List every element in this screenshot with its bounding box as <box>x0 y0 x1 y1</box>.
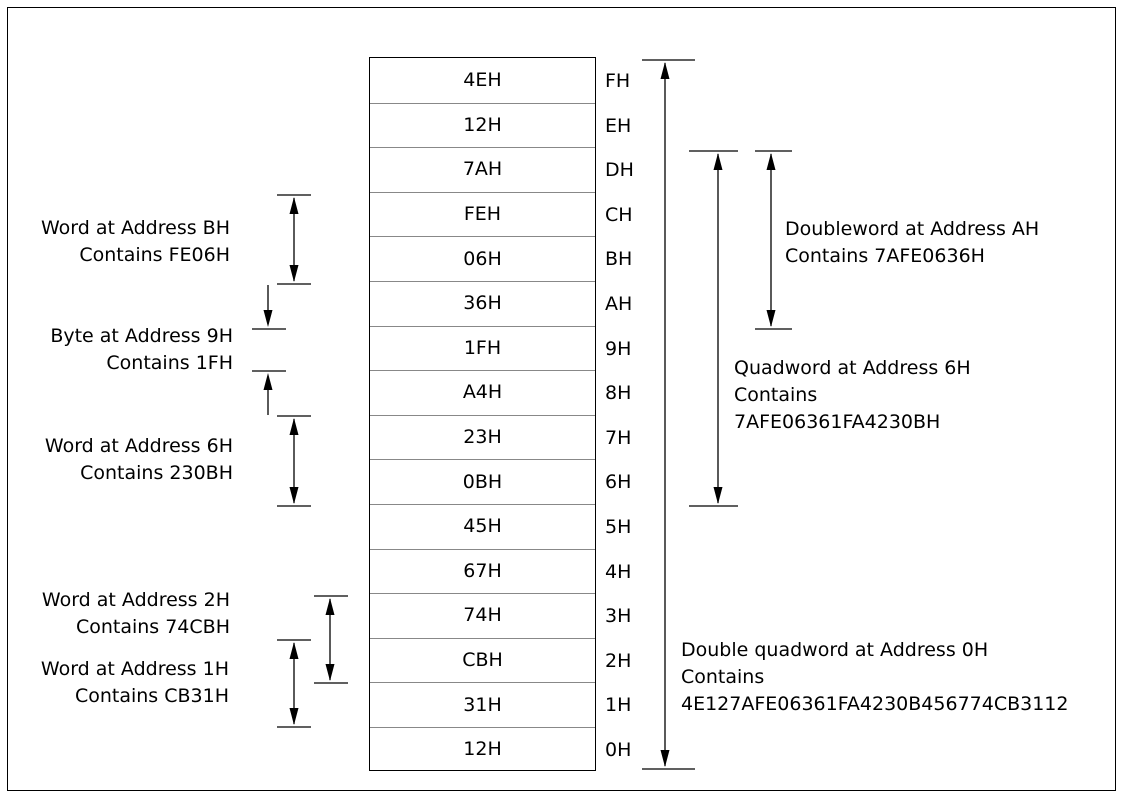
memory-cell: FEH <box>463 203 502 226</box>
byte-9h-arrowhead-up <box>263 373 273 390</box>
word-bh-line1: Word at Address BH <box>40 217 230 239</box>
word-2h-line2: Contains 74CBH <box>75 616 230 638</box>
memory-cell: 36H <box>463 292 502 315</box>
memory-cell: 06H <box>463 247 502 270</box>
address-label: CH <box>605 203 633 226</box>
address-label: 8H <box>605 382 632 405</box>
address-label: AH <box>605 293 633 315</box>
address-label: DH <box>605 159 634 182</box>
memory-cell: 1FH <box>463 336 502 359</box>
byte-9h-arrowhead-down <box>263 310 273 327</box>
byte-9h-label: Byte at Address 9H Contains 1FH <box>20 323 233 377</box>
word-bh-bracket-arrowhead-up <box>289 197 299 214</box>
word-6h-label: Word at Address 6H Contains 230BH <box>20 433 233 487</box>
dqword-0h-bracket-arrowhead-up <box>660 62 670 79</box>
word-1h-bracket-arrowhead-down <box>289 708 299 725</box>
address-label: 1H <box>605 694 632 717</box>
row-divider <box>370 370 595 372</box>
dword-ah-label: Doubleword at Address AH Contains 7AFE06… <box>785 216 1039 270</box>
memory-cell: 74H <box>463 604 502 627</box>
dqword-0h-label: Double quadword at Address 0H Contains 4… <box>681 637 1076 718</box>
memory-cell: 45H <box>463 515 502 538</box>
row-divider <box>370 727 595 728</box>
dword-ah-bracket-arrowhead-up <box>766 153 776 170</box>
memory-cell: 23H <box>463 426 502 449</box>
dqword-0h-line3: 4E127AFE06361FA4230B456774CB3112 <box>681 693 1069 715</box>
word-2h-bracket-arrowhead-down <box>325 664 335 681</box>
word-bh-line2: Contains FE06H <box>79 244 230 266</box>
word-1h-line1: Word at Address 1H <box>40 658 229 680</box>
dword-ah-bracket-arrowhead-down <box>766 310 776 327</box>
row-divider <box>370 281 595 282</box>
address-label: EH <box>605 114 632 137</box>
address-label: 6H <box>605 471 632 494</box>
figure-frame <box>7 7 1116 791</box>
dqword-0h-line2: Contains <box>681 666 765 688</box>
memory-cell: 12H <box>463 113 502 136</box>
qword-6h-bracket-arrowhead-up <box>713 153 723 170</box>
row-divider <box>370 236 595 238</box>
word-bh-label: Word at Address BH Contains FE06H <box>20 215 230 269</box>
qword-6h-bracket-arrowhead-down <box>713 487 723 504</box>
word-6h-bracket-arrowhead-up <box>289 418 299 435</box>
address-label: BH <box>605 248 633 271</box>
row-divider <box>370 414 595 416</box>
row-divider <box>370 325 595 327</box>
address-label: 0H <box>605 739 632 761</box>
word-1h-bracket-arrowhead-up <box>289 642 299 659</box>
row-divider <box>370 593 595 595</box>
row-divider <box>370 191 595 193</box>
row-divider <box>370 102 595 104</box>
memory-cell: 4EH <box>463 69 502 92</box>
row-divider <box>370 682 595 684</box>
address-label: 7H <box>605 426 632 449</box>
address-label: 2H <box>605 649 632 672</box>
dword-ah-line2: Contains 7AFE0636H <box>785 245 985 267</box>
byte-9h-line1: Byte at Address 9H <box>50 325 233 347</box>
address-label: 4H <box>605 560 632 583</box>
word-6h-bracket-arrowhead-down <box>289 487 299 504</box>
dqword-0h-bracket-arrowhead-down <box>660 750 670 767</box>
word-2h-line1: Word at Address 2H <box>41 589 230 611</box>
row-divider <box>370 459 595 461</box>
qword-6h-label: Quadword at Address 6H Contains 7AFE0636… <box>734 355 971 436</box>
memory-table: 4EH 12H 7AH FEH 06H 36H 1FH A4H 23H 0BH 45H 67H 74H C… <box>369 57 596 771</box>
word-6h-line2: Contains 230BH <box>80 462 233 484</box>
byte-9h-line2: Contains 1FH <box>106 352 233 374</box>
qword-6h-line2: Contains <box>734 384 818 406</box>
memory-cell: 67H <box>463 559 502 582</box>
memory-cell: CBH <box>462 649 503 672</box>
word-1h-label: Word at Address 1H Contains CB31H <box>20 656 229 710</box>
dqword-0h-line1: Double quadword at Address 0H <box>681 639 989 661</box>
row-divider <box>370 147 595 149</box>
word-6h-line1: Word at Address 6H <box>44 435 233 457</box>
row-divider <box>370 637 595 639</box>
word-2h-label: Word at Address 2H Contains 74CBH <box>20 587 230 641</box>
address-label: 5H <box>605 516 632 538</box>
row-divider <box>370 504 595 505</box>
qword-6h-line3: 7AFE06361FA4230BH <box>734 411 941 433</box>
memory-cell: 31H <box>463 693 502 716</box>
qword-6h-line1: Quadword at Address 6H <box>734 357 971 379</box>
word-1h-line2: Contains CB31H <box>74 685 229 707</box>
address-label: 9H <box>605 337 632 360</box>
memory-cell: 12H <box>463 738 502 761</box>
memory-cell: A4H <box>462 381 503 404</box>
word-bh-bracket-arrowhead-down <box>289 265 299 282</box>
word-2h-bracket-arrowhead-up <box>325 598 335 615</box>
address-label: FH <box>605 70 631 92</box>
memory-cell: 7AH <box>462 158 503 181</box>
row-divider <box>370 548 595 550</box>
dword-ah-line1: Doubleword at Address AH <box>785 218 1040 240</box>
address-label: 3H <box>605 605 632 628</box>
memory-cell: 0BH <box>462 470 503 493</box>
